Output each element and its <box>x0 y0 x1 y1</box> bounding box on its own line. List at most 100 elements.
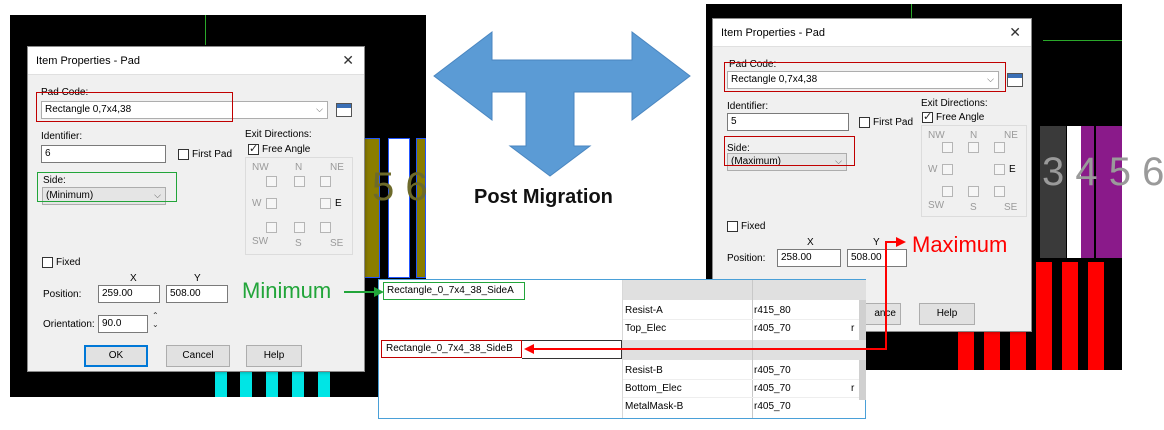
free-angle-checkbox[interactable] <box>922 110 933 123</box>
dialog-title: Item Properties - Pad <box>721 27 825 39</box>
arrow-shape <box>433 30 691 177</box>
close-icon[interactable]: ✕ <box>342 52 354 68</box>
spinner-icon[interactable]: ⌃⌄ <box>152 311 159 329</box>
orientation-value: 90.0 <box>102 318 122 329</box>
pcb-pad-red <box>1062 262 1078 370</box>
side-a-name: Rectangle_0_7x4_38_SideA <box>387 285 514 296</box>
table-row-side-b[interactable]: Rectangle_0_7x4_38_SideB <box>381 340 522 358</box>
identifier-input[interactable]: 6 <box>41 145 166 163</box>
dir-sw-label: SW <box>252 236 269 247</box>
identifier-input[interactable]: 5 <box>727 113 849 131</box>
free-angle-label: Free Angle <box>262 144 311 155</box>
orientation-input[interactable]: 90.0 <box>98 315 148 333</box>
dir-nw-checkbox[interactable] <box>942 142 953 153</box>
layer-cell: Bottom_Elec <box>625 383 682 394</box>
table-row[interactable]: Resist-B r405_70 <box>623 362 859 380</box>
pcb-pad-red <box>1036 262 1052 370</box>
position-y-input[interactable]: 508.00 <box>166 285 228 303</box>
dir-se-label: SE <box>1004 202 1018 213</box>
position-x-input[interactable]: 259.00 <box>98 285 160 303</box>
dialog-title: Item Properties - Pad <box>36 55 140 67</box>
fixed-label: Fixed <box>56 257 81 268</box>
calendar-icon[interactable] <box>336 103 352 117</box>
side-select[interactable]: (Maximum) ⌵ <box>727 153 847 171</box>
dir-ne-checkbox[interactable] <box>320 176 331 187</box>
minimum-arrowhead <box>374 287 384 297</box>
close-icon[interactable]: ✕ <box>1009 24 1021 40</box>
table-row[interactable]: Top_Elec r405_70 r <box>623 320 859 338</box>
side-b-arrowhead <box>524 344 534 354</box>
pad-code-select[interactable]: Rectangle 0,7x4,38 ⌵ <box>41 101 328 119</box>
pcb-guide-line <box>205 15 206 45</box>
x-label: X <box>807 237 814 248</box>
pad-code-value: Rectangle 0,7x4,38 <box>731 74 818 85</box>
x-label: X <box>130 273 137 284</box>
dir-w-checkbox[interactable] <box>266 198 277 209</box>
pcb-guide-line <box>1043 40 1122 41</box>
table-scrollbar[interactable] <box>859 300 866 340</box>
dir-nw-label: NW <box>252 162 269 173</box>
pcb-pad-grey <box>1040 126 1066 258</box>
table-row-side-a[interactable]: Rectangle_0_7x4_38_SideA <box>383 282 525 300</box>
table-row[interactable]: Resist-A r415_80 <box>623 302 859 320</box>
dir-ne-label: NE <box>330 162 344 173</box>
dir-w-checkbox[interactable] <box>942 164 953 175</box>
pad-code-highlight <box>724 62 1006 92</box>
table-row[interactable]: Bottom_Elec r405_70 r <box>623 380 859 398</box>
position-x-input[interactable]: 258.00 <box>777 249 841 267</box>
dir-se-checkbox[interactable] <box>994 186 1005 197</box>
minimum-label: Minimum <box>242 278 332 303</box>
fixed-checkbox[interactable] <box>42 257 53 268</box>
dir-ne-checkbox[interactable] <box>994 142 1005 153</box>
position-label: Position: <box>727 253 766 264</box>
cancel-button[interactable]: Cancel <box>166 345 230 367</box>
side-select[interactable]: (Minimum) ⌵ <box>42 187 166 205</box>
free-angle-checkbox[interactable] <box>248 142 259 155</box>
fixed-checkbox[interactable] <box>727 221 738 232</box>
table-row[interactable]: MetalMask-B r405_70 <box>623 398 859 416</box>
dir-s-checkbox[interactable] <box>294 222 305 233</box>
pad-code-select[interactable]: Rectangle 0,7x4,38 ⌵ <box>727 71 999 89</box>
pcb-pad-digits: 5 6 <box>372 165 428 209</box>
table-scrollbar[interactable] <box>859 360 866 400</box>
pcb-guide-line <box>911 4 912 24</box>
dir-w-label: W <box>928 164 938 175</box>
side-label: Side: <box>43 175 66 186</box>
pad-code-highlight <box>36 92 233 122</box>
pcb-pad-cyan <box>266 372 278 397</box>
help-button[interactable]: Help <box>919 303 975 325</box>
dir-se-checkbox[interactable] <box>320 222 331 233</box>
pcb-pad-white <box>388 138 410 278</box>
exit-directions-group: NW N NE W E SW S SE <box>921 125 1027 217</box>
pcb-pad-cyan <box>240 372 252 397</box>
dir-e-checkbox[interactable] <box>994 164 1005 175</box>
dir-n-checkbox[interactable] <box>294 176 305 187</box>
y-label: Y <box>873 237 880 248</box>
dir-n-checkbox[interactable] <box>968 142 979 153</box>
dir-e-checkbox[interactable] <box>320 198 331 209</box>
side-maximum-highlight <box>724 136 855 166</box>
dir-s-checkbox[interactable] <box>968 186 979 197</box>
dir-n-label: N <box>970 130 978 141</box>
dir-nw-checkbox[interactable] <box>266 176 277 187</box>
pcb-pad-purple <box>1096 126 1122 258</box>
chevron-down-icon: ⌵ <box>987 74 994 84</box>
calendar-icon[interactable] <box>1007 73 1023 87</box>
layer-cell: Top_Elec <box>625 323 667 334</box>
dialog-titlebar: Item Properties - Pad ✕ <box>713 19 1031 47</box>
position-y-input[interactable]: 508.00 <box>847 249 907 267</box>
first-pad-checkbox[interactable] <box>178 149 189 160</box>
first-pad-checkbox[interactable] <box>859 117 870 128</box>
item-properties-dialog-right: Item Properties - Pad ✕ Pad Code: Rectan… <box>712 18 1032 332</box>
position-x-value: 258.00 <box>781 252 812 263</box>
ok-button[interactable]: OK <box>84 345 148 367</box>
connector-arrows <box>344 237 906 354</box>
fixed-label: Fixed <box>741 221 766 232</box>
dir-sw-checkbox[interactable] <box>266 222 277 233</box>
shape-cell: r405_70 <box>754 365 791 376</box>
maximum-arrowhead <box>896 237 906 247</box>
dir-sw-checkbox[interactable] <box>942 186 953 197</box>
help-button[interactable]: Help <box>246 345 302 367</box>
exit-directions-label: Exit Directions: <box>245 129 312 140</box>
side-value: (Maximum) <box>731 156 781 167</box>
